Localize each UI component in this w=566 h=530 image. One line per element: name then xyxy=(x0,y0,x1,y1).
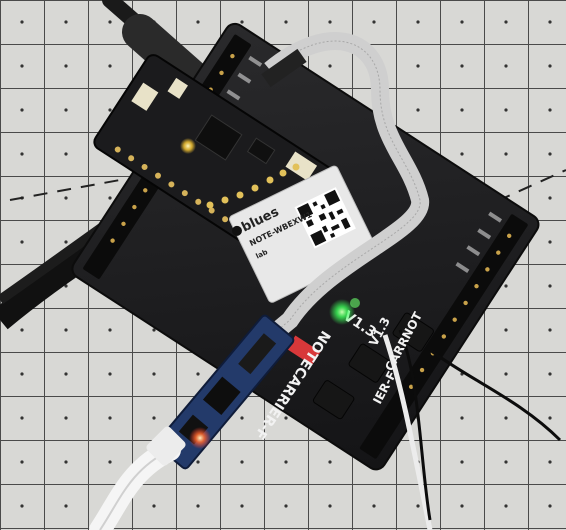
antenna-wires xyxy=(382,329,562,530)
dip-switch xyxy=(286,335,321,366)
white-usb-cable xyxy=(89,426,186,530)
ribbon-cable xyxy=(254,32,430,352)
green-led-2 xyxy=(350,298,360,308)
green-led xyxy=(329,299,355,325)
blues-logo-icon xyxy=(231,225,242,236)
red-led xyxy=(189,427,211,449)
edge-pads xyxy=(206,163,300,209)
yellow-led xyxy=(180,138,196,154)
